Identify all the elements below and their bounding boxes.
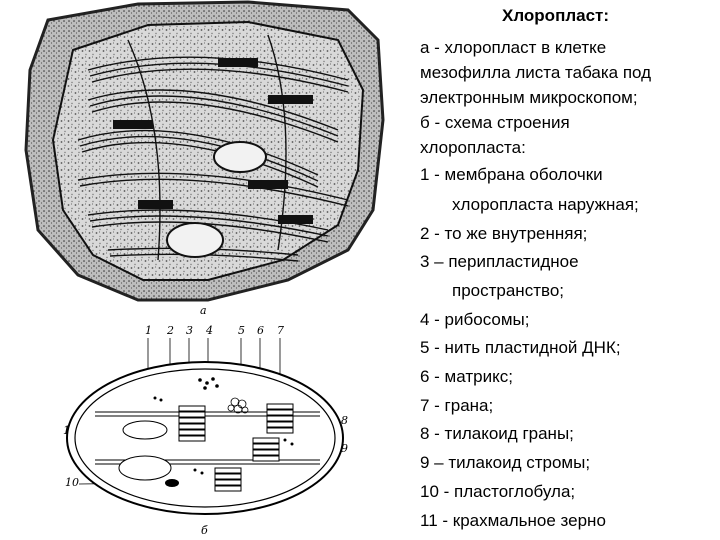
schema-label-6: 6 (257, 324, 264, 337)
legend-line: 10 - пластоглобула; (420, 482, 576, 501)
schema-label-b: б (201, 524, 208, 537)
schema-label-7: 7 (277, 324, 284, 337)
legend-line: б - схема строения (420, 113, 570, 132)
legend-line: мезофилла листа табака под (420, 63, 652, 82)
legend-line: 8 - тилакоид граны; (420, 424, 574, 443)
schema-label-3: 3 (186, 324, 193, 337)
legend-line: хлоропласта: (420, 138, 526, 157)
schema-label-4: 4 (205, 324, 213, 337)
schema-label-9: 9 (341, 442, 348, 455)
chloroplast-schema: 1 2 3 4 5 6 7 8 9 11 10 б (63, 324, 348, 537)
legend-line: а - хлоропласт в клетке (420, 38, 607, 57)
legend-line: 11 - крахмальное зерно (420, 511, 606, 530)
legend-line: хлоропласта наружная; (452, 195, 639, 214)
schema-label-5: 5 (238, 324, 245, 337)
legend-line: 2 - то же внутренняя; (420, 224, 588, 243)
schema-label-10: 10 (65, 476, 79, 489)
schema-label-8: 8 (341, 414, 348, 427)
micrograph-chloroplast: а (24, 0, 385, 315)
micro-label: а (200, 304, 207, 315)
legend-line: 1 - мембрана оболочки (420, 165, 603, 184)
legend-title: Хлоропласт: (502, 6, 610, 25)
legend-line: 3 – перипластидное (420, 252, 579, 271)
schema-label-2: 2 (166, 324, 174, 337)
legend-line: пространство; (452, 281, 565, 300)
legend-line: 6 - матрикс; (420, 367, 513, 386)
legend-line: 9 – тилакоид стромы; (420, 453, 591, 472)
legend-line: 5 - нить пластидной ДНК; (420, 338, 621, 357)
legend-line: 7 - грана; (420, 396, 494, 415)
legend-line: электронным микроскопом; (420, 88, 638, 107)
schema-label-1: 1 (145, 324, 152, 337)
legend-line: 4 - рибосомы; (420, 310, 530, 329)
